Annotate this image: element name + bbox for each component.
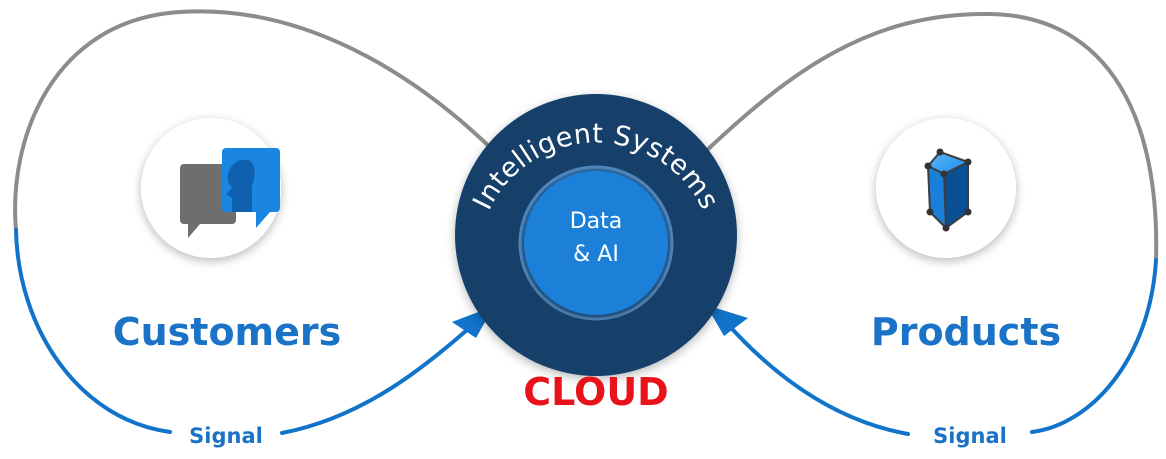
customers-label: Customers (113, 310, 342, 354)
right-signal-arrow-path (722, 318, 910, 436)
data-ai-core (524, 171, 668, 315)
left-loop-gray-path (13, 9, 500, 232)
left-signal-arrow-path (280, 320, 478, 435)
right-signal-label: Signal (933, 424, 1007, 448)
cloud-node: Intelligent Systems Data & AI CLOUD (455, 94, 737, 414)
products-label: Products (871, 310, 1061, 354)
cloud-label: CLOUD (523, 370, 668, 414)
right-loop-gray-path (703, 11, 1159, 262)
core-line2: & AI (573, 242, 619, 267)
customers-node: Customers (113, 118, 342, 354)
cube-icon (924, 148, 972, 232)
right-loop-blue-path (1030, 258, 1158, 434)
chat-bubbles-icon (180, 148, 280, 238)
left-loop-blue-path (14, 228, 172, 434)
left-signal-label: Signal (189, 424, 263, 448)
products-node: Products (871, 118, 1061, 354)
core-line1: Data (570, 209, 623, 234)
right-arrowhead-icon (706, 305, 748, 336)
